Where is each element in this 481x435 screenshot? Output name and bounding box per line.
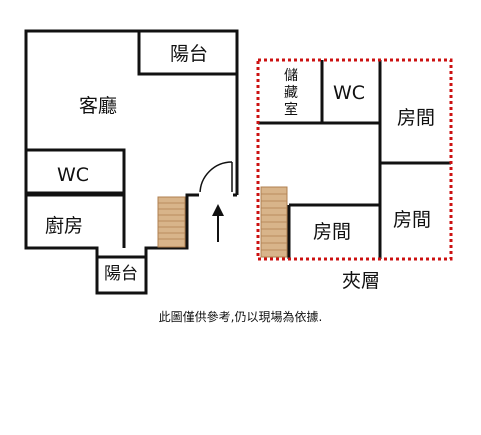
mezzanine-plan: [258, 60, 451, 259]
bedroom-bottom-label: 房間: [313, 221, 351, 243]
disclaimer-note: 此圖僅供參考,仍以現場為依據.: [158, 310, 323, 324]
storage-label-2: 藏: [284, 85, 298, 101]
balcony-top-label: 陽台: [170, 43, 208, 65]
wc-label: WC: [57, 164, 89, 186]
entrance-arrow-icon: [212, 204, 224, 242]
balcony-bottom-label: 陽台: [104, 264, 138, 284]
mezzanine-stairs-icon: [260, 186, 288, 258]
kitchen-label: 廚房: [45, 214, 83, 237]
kitchen-wall: [26, 193, 126, 248]
mezzanine-boundary: [256, 58, 453, 261]
main-floor-plan: [24, 29, 239, 295]
main-floor-outer-wall: [24, 29, 239, 295]
storage-label-1: 儲: [284, 68, 298, 84]
stairs-icon: [157, 196, 186, 248]
living-room-label: 客廳: [79, 95, 117, 117]
mezzanine-title: 夾層: [342, 270, 380, 292]
door-opening: [199, 192, 233, 198]
balcony-top-wall: [137, 31, 237, 76]
mezzanine-wc-label: WC: [333, 82, 365, 104]
storage-label-3: 室: [284, 101, 298, 118]
bedroom-top-right-label: 房間: [397, 107, 435, 129]
door-swing-icon: [199, 161, 233, 195]
bedroom-middle-right-label: 房間: [393, 209, 431, 231]
wc-wall: [26, 148, 126, 195]
